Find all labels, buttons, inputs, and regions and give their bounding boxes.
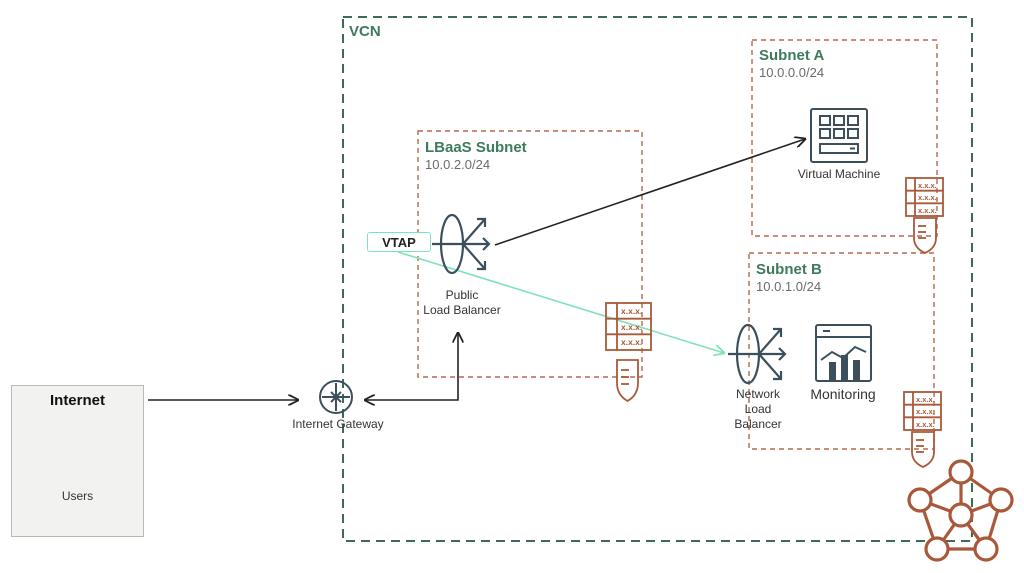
subnet-b-sl-entry-1: x.x.x.	[916, 395, 935, 404]
lbaas-sl-entry-3: x.x.x.	[621, 337, 642, 347]
users-label: Users	[61, 489, 94, 503]
subnet-b-boundary	[748, 252, 935, 450]
subnet-a-boundary	[751, 39, 938, 237]
internet-gateway-icon	[319, 380, 353, 414]
lbaas-sl-entry-1: x.x.x.	[621, 306, 642, 316]
subnet-a-sl-entry-3: x.x.x.	[918, 206, 937, 215]
lbaas-sl-entry-2: x.x.x.	[621, 322, 642, 332]
security-list-icon-lbaas	[605, 302, 652, 403]
subnet-b-sl-entry-2: x.x.x.	[916, 407, 935, 416]
lbaas-subnet-cidr: 10.0.2.0/24	[425, 157, 491, 172]
subnet-a-sl-entry-1: x.x.x.	[918, 181, 937, 190]
public-load-balancer-icon	[432, 213, 491, 275]
internet-gateway-label: Internet Gateway	[292, 417, 384, 431]
internet-box	[11, 385, 144, 537]
monitoring-label: Monitoring	[810, 386, 876, 402]
network-cluster-icon	[907, 459, 1014, 562]
subnet-a-title: Subnet A	[759, 47, 825, 64]
lbaas-subnet-boundary	[417, 130, 643, 378]
public-lb-label-line2: Load Balancer	[423, 303, 501, 317]
internet-title: Internet	[49, 392, 105, 409]
subnet-b-title: Subnet B	[756, 261, 822, 278]
vtap-mirror-line	[397, 251, 724, 353]
gateway-to-public-lb-arrow	[365, 333, 458, 400]
vcn-boundary	[342, 16, 973, 542]
network-lb-label-line3: Balancer	[734, 417, 782, 431]
vtap-box[interactable]: VTAP	[367, 232, 431, 252]
virtual-machine-label: Virtual Machine	[797, 167, 881, 181]
virtual-machine-icon	[810, 108, 868, 163]
monitoring-icon	[815, 324, 872, 382]
vcn-label: VCN	[349, 23, 381, 40]
network-lb-label-line1: Network	[735, 387, 780, 401]
public-lb-label-line1: Public	[445, 288, 479, 302]
security-list-entries: x.x.x. x.x.x. x.x.x. x.x.x. x.x.x. x.x.x…	[621, 181, 937, 429]
network-load-balancer-icon	[728, 323, 787, 385]
vtap-label: VTAP	[382, 234, 416, 250]
subnet-a-cidr: 10.0.0.0/24	[759, 65, 825, 80]
public-lb-to-vm-arrow	[494, 139, 805, 246]
lbaas-subnet-title: LBaaS Subnet	[425, 139, 527, 156]
subnet-b-sl-entry-3: x.x.x.	[916, 420, 935, 429]
security-list-icon-subnet-a	[905, 177, 944, 254]
subnet-b-cidr: 10.0.1.0/24	[756, 279, 822, 294]
subnet-a-sl-entry-2: x.x.x.	[918, 193, 937, 202]
security-list-icon-subnet-b	[903, 391, 942, 468]
network-lb-label-line2: Load	[744, 402, 772, 416]
